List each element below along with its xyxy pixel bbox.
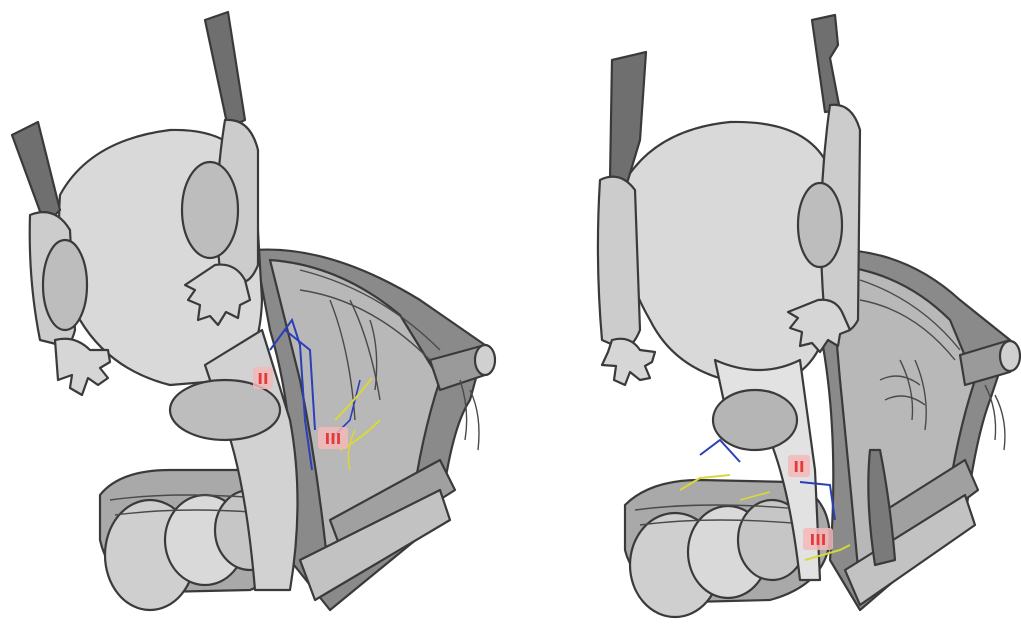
svg-text:III: III [810,531,827,549]
right-marker-III: III [803,528,833,550]
svg-text:II: II [257,370,268,388]
svg-text:III: III [325,430,342,448]
left-marker-III: III [318,427,348,449]
right-figure: II III [598,15,1020,617]
left-figure: II III [12,12,495,610]
svg-text:II: II [793,458,804,476]
left-marker-II: II [253,367,273,389]
right-marker-II: II [788,455,810,477]
